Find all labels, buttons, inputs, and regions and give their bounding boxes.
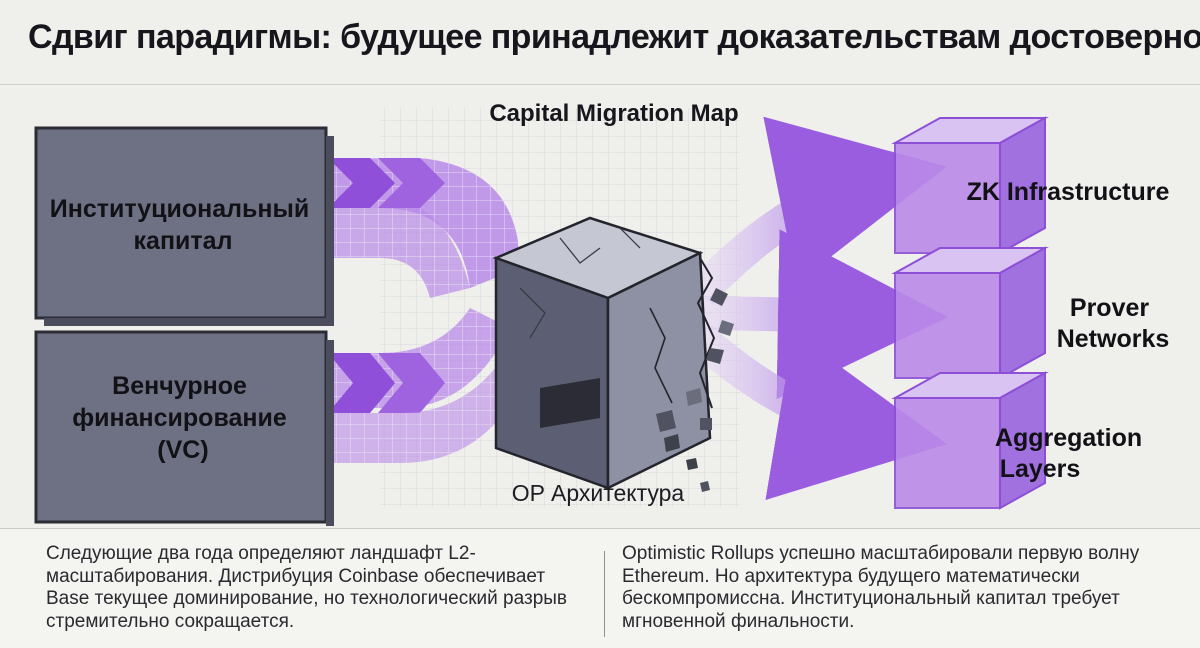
source-label-vc: Венчурное финансирование (VC) xyxy=(72,372,293,464)
page-title: Сдвиг парадигмы: будущее принадлежит док… xyxy=(28,18,1200,56)
op-architecture-cube xyxy=(492,216,734,492)
target-cube-prover xyxy=(891,246,1049,380)
center-label: OP Архитектура xyxy=(512,480,685,506)
title-divider xyxy=(0,84,1200,85)
target-label-aggregation: Aggregation Layers xyxy=(995,424,1149,483)
incoming-flow-top xyxy=(328,158,520,298)
target-cube-zk xyxy=(891,116,1049,255)
footer-divider xyxy=(604,551,605,637)
target-label-zk: ZK Infrastructure xyxy=(967,178,1170,206)
footer-panel: Следующие два года определяют ландшафт L… xyxy=(0,528,1200,648)
incoming-flow-bottom xyxy=(328,308,520,463)
source-box-vc: Венчурное финансирование (VC) xyxy=(34,330,334,526)
capital-migration-diagram: Capital Migration Map Институциональный … xyxy=(34,100,1170,526)
footer-text-left: Следующие два года определяют ландшафт L… xyxy=(46,543,568,632)
target-stack xyxy=(891,116,1049,510)
source-box-institutional: Институциональный капитал xyxy=(34,126,334,326)
target-cube-aggregation xyxy=(891,371,1049,510)
map-title: Capital Migration Map xyxy=(489,100,738,127)
source-label-institutional: Институциональный капитал xyxy=(50,195,316,255)
target-label-prover: Prover Networks xyxy=(1057,294,1170,353)
footer-text-right: Optimistic Rollups успешно масштабировал… xyxy=(622,543,1140,632)
